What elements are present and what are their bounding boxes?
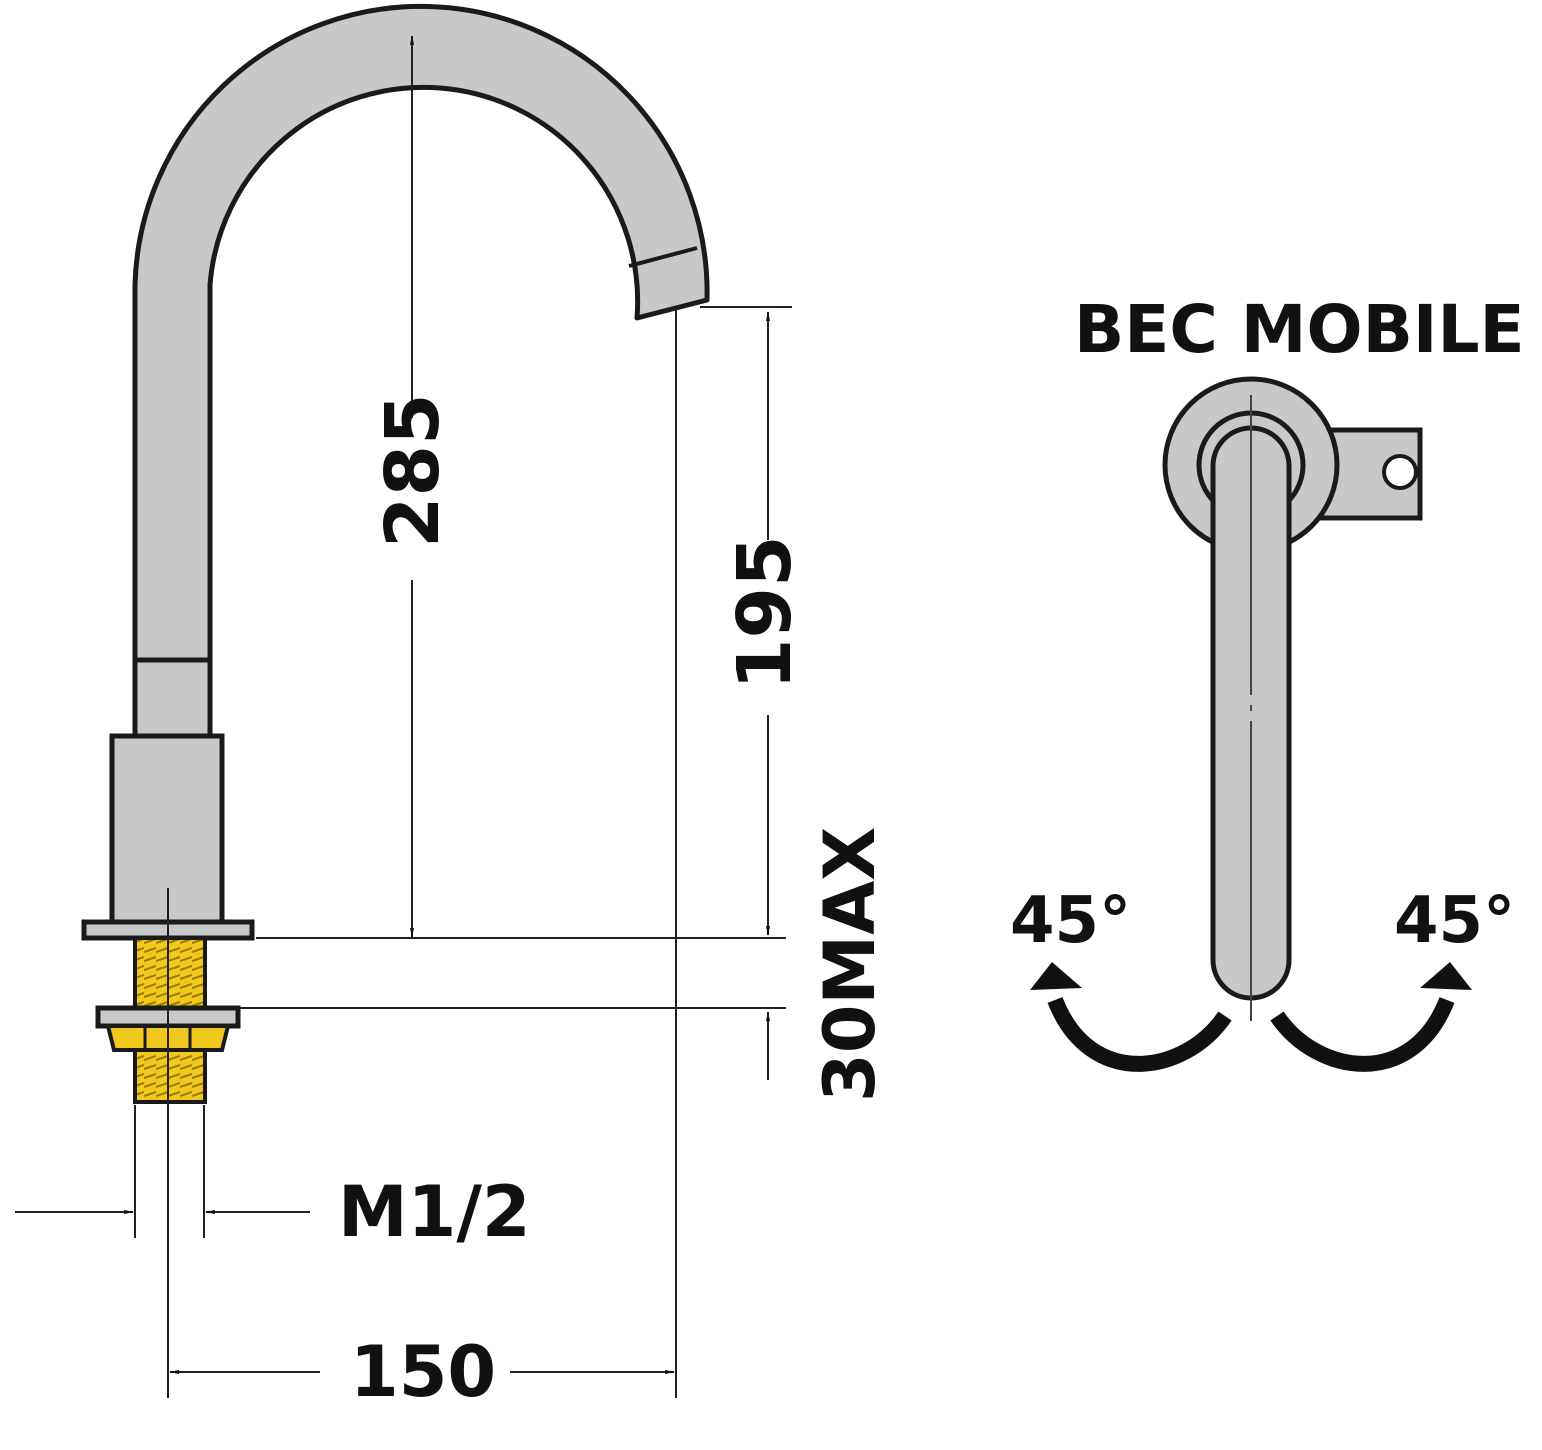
bec-mobile-title: BEC MOBILE: [1074, 291, 1525, 368]
thread-size-label: M1/2: [338, 1171, 531, 1253]
dimension-30max-label: 30MAX: [809, 827, 891, 1102]
faucet-side-view: [81, 3, 710, 1398]
left-angle-label: 45°: [1010, 884, 1131, 958]
rotate-right-arrow: [1270, 996, 1455, 1072]
gooseneck-spout: [132, 3, 710, 663]
bracket-hole: [1382, 454, 1418, 490]
rotation-arrows: [1030, 962, 1472, 1072]
threaded-shank-upper: [133, 936, 207, 1010]
threaded-shank-lower: [133, 1048, 207, 1104]
dimension-150-label: 150: [350, 1331, 496, 1413]
dimension-285-label: 285: [370, 394, 456, 548]
dimension-195-label: 195: [722, 536, 808, 690]
faucet-top-view: [1162, 376, 1423, 1030]
rotate-left-arrow: [1047, 996, 1232, 1072]
right-angle-label: 45°: [1394, 884, 1515, 958]
dimension-lines: [15, 35, 792, 1398]
lower-tube: [132, 657, 213, 741]
